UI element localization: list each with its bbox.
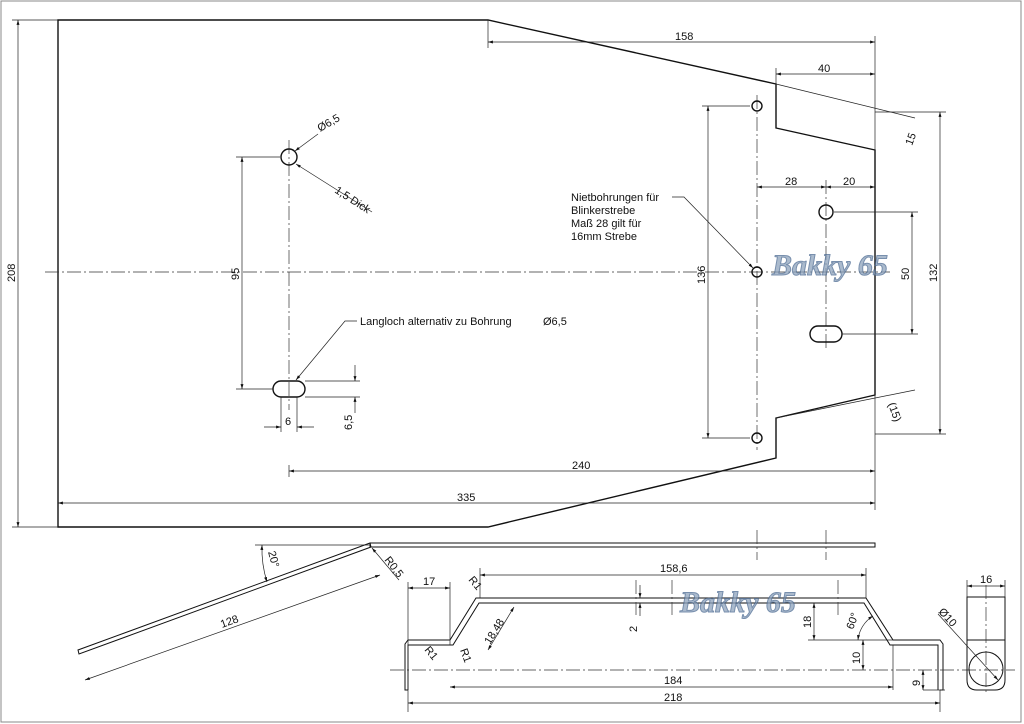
dim-132: 132: [928, 264, 940, 282]
dim-335: 335: [457, 492, 475, 504]
watermark-logo: Bakky 65: [679, 586, 796, 619]
slot-note-diameter: Ø6,5: [543, 316, 567, 328]
dim-95: 95: [230, 268, 242, 280]
dim-158-6: 158,6: [660, 563, 688, 575]
radius-r0-5: R0,5: [382, 554, 406, 580]
angle-60: 60°: [845, 611, 862, 631]
rivet-note-line: Blinkerstrebe: [571, 205, 635, 217]
plate-top-view: 208 158 40 15 132 28 20 50 136 95 6 6,5 …: [6, 19, 946, 528]
angle-20: 20°: [265, 550, 281, 569]
radius-r1: R1: [422, 644, 440, 662]
dim-9: 9: [911, 680, 923, 686]
hole: [818, 204, 834, 220]
dim-15-ref: (15): [885, 401, 903, 423]
bracket-profile: 17 158,6 R1 R1 R1 18,48 2 18 60° 10 9 18…: [390, 563, 1015, 712]
dim-218: 218: [664, 692, 682, 704]
dim-136: 136: [696, 266, 708, 284]
dim-10: 10: [851, 652, 863, 664]
dim-17: 17: [423, 576, 435, 588]
dim-28: 28: [785, 176, 797, 188]
watermark-logo: Bakky 65: [771, 249, 888, 282]
dim-40: 40: [818, 63, 830, 75]
dim-6: 6: [285, 416, 291, 428]
rivet-note-line: Maß 28 gilt für: [571, 218, 642, 230]
rivet-hole: [751, 100, 763, 112]
radius-r1: R1: [457, 647, 473, 664]
hole-diameter-label: Ø6,5: [316, 112, 343, 134]
dim-184: 184: [664, 675, 682, 687]
dim-18: 18: [802, 616, 814, 628]
rivet-hole: [751, 266, 763, 278]
dim-2: 2: [628, 626, 640, 632]
rivet-hole: [751, 432, 763, 444]
dim-15: 15: [904, 131, 919, 147]
thickness-label: 1,5 Dick: [332, 184, 372, 216]
radius-r1: R1: [466, 574, 484, 592]
dim-18-48: 18,48: [482, 617, 507, 647]
dim-16: 16: [980, 574, 992, 586]
dim-128: 128: [219, 613, 240, 631]
dim-20: 20: [843, 176, 855, 188]
dim-50: 50: [900, 268, 912, 280]
rivet-note-line: Nietbohrungen für: [571, 192, 659, 204]
hole: [280, 148, 298, 166]
dim-208: 208: [6, 264, 18, 282]
slot-note: Langloch alternativ zu Bohrung: [360, 316, 512, 328]
dim-158: 158: [675, 31, 693, 43]
dim-6-5: 6,5: [343, 415, 355, 430]
dim-240: 240: [572, 460, 590, 472]
dim-diameter-10: Ø10: [936, 606, 959, 629]
rivet-note-line: 16mm Strebe: [571, 231, 637, 243]
end-view: 16 Ø10: [936, 574, 1006, 695]
